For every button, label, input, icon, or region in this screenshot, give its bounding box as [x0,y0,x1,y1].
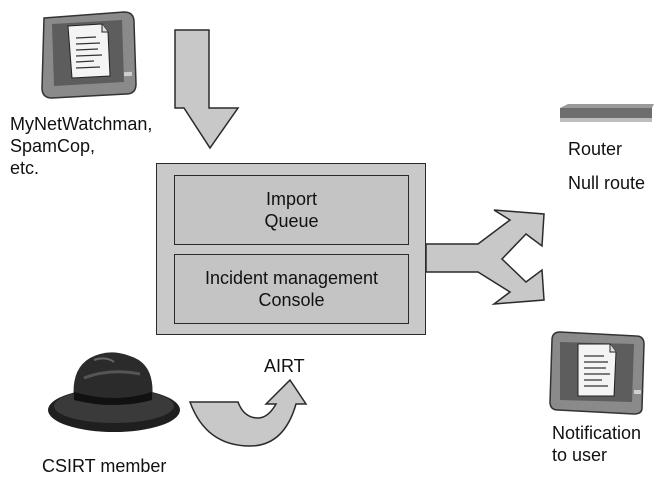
airt-label: AIRT [264,356,305,376]
router-label: Router [568,139,623,159]
airt-system-box: Import Queue Incident management Console [156,163,426,335]
fedora-hat-icon [48,352,180,432]
import-queue-box: Import Queue [174,175,409,245]
csirt-member-label: CSIRT member [42,456,167,476]
incident-console-box: Incident management Console [174,254,409,324]
null-route-label: Null route [568,173,646,193]
tablet-document-icon [41,11,137,99]
router-icon [560,104,654,122]
notification-tablet-icon [549,331,645,415]
notification-label: Notification to user [552,423,642,465]
sources-label: MyNetWatchman, SpamCop, etc. [10,114,153,178]
